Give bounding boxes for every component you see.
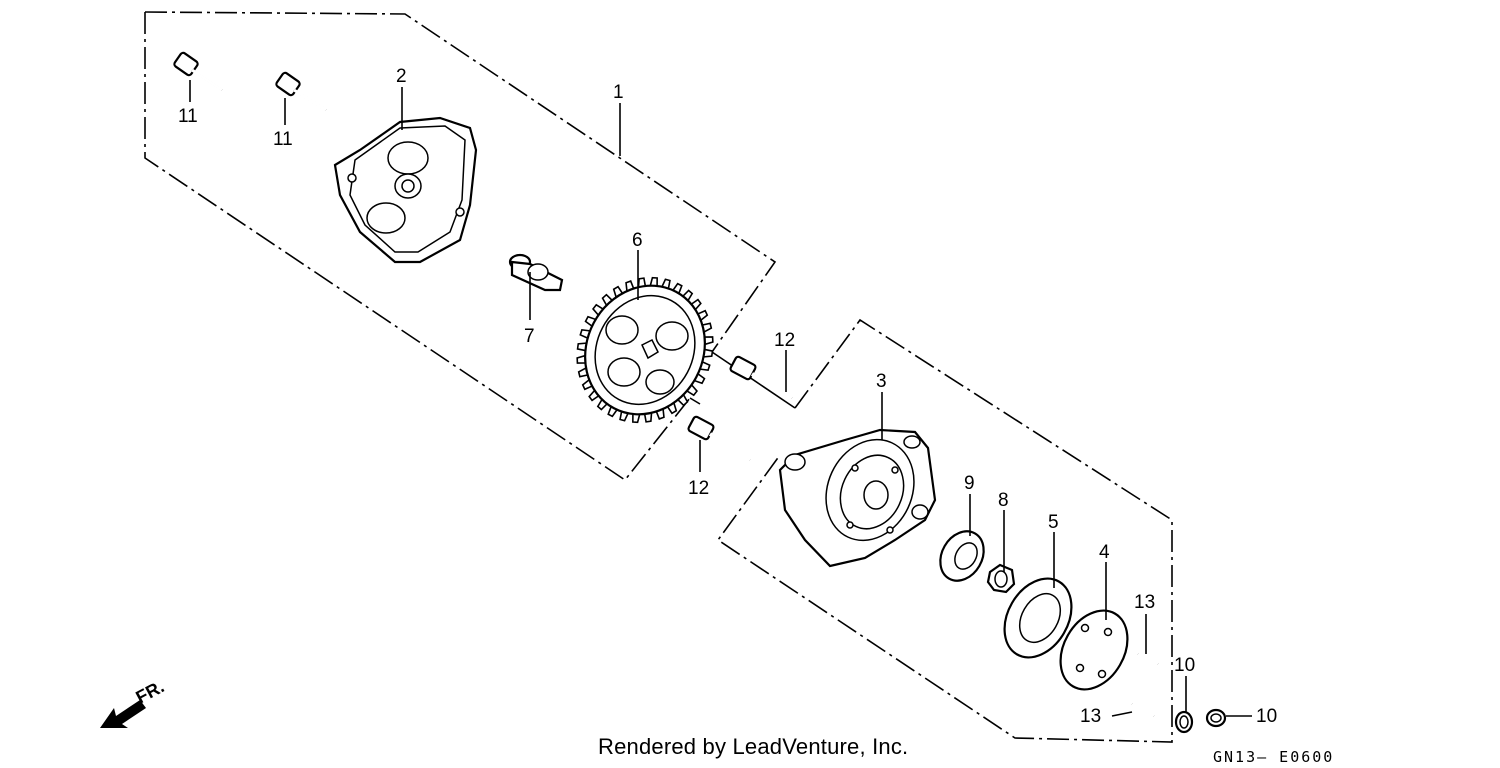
bolt-11-left — [173, 51, 223, 92]
leader-lines — [189, 80, 1252, 717]
callout-5: 5 — [1048, 512, 1059, 533]
callout-1: 1 — [613, 82, 624, 103]
callout-10-right: 10 — [1256, 706, 1277, 727]
callout-3: 3 — [876, 371, 887, 392]
callout-11-left: 11 — [178, 106, 198, 127]
pump-cover-2 — [333, 116, 478, 264]
front-direction-arrow-icon: FR. — [100, 676, 167, 728]
callout-2: 2 — [396, 66, 407, 87]
bolt-12-upper — [729, 355, 794, 400]
assembly-boundary-1 — [144, 11, 796, 482]
callout-7: 7 — [524, 326, 535, 347]
gasket-5 — [1003, 577, 1073, 659]
callout-8: 8 — [998, 490, 1009, 511]
callout-12-lower: 12 — [688, 478, 709, 499]
drive-gear-6 — [576, 276, 714, 424]
bolt-12-lower — [687, 415, 752, 462]
bolt-11-right — [275, 71, 327, 112]
o-ring-10-right — [1205, 708, 1227, 728]
pump-body-3 — [778, 428, 937, 568]
callout-10-upper: 10 — [1174, 655, 1195, 676]
callout-9: 9 — [964, 473, 975, 494]
diagram-code: GN13— E0600 — [1213, 748, 1335, 766]
o-ring-10-left — [1174, 710, 1194, 734]
callout-12-upper: 12 — [774, 330, 795, 351]
callout-11-right: 11 — [273, 129, 293, 150]
assembly-boundary-3 — [716, 318, 1173, 743]
shaft-pin-7 — [508, 253, 564, 292]
callout-13-upper: 13 — [1134, 592, 1155, 613]
callout-4: 4 — [1099, 542, 1110, 563]
inner-rotor-8 — [986, 563, 1016, 594]
footer-credit: Rendered by LeadVenture, Inc. — [598, 734, 909, 759]
callout-labels: 1 2 3 4 5 6 7 8 9 10 10 11 11 12 12 13 1… — [178, 66, 1277, 727]
cover-plate-4 — [1059, 609, 1129, 691]
outer-rotor-9 — [939, 530, 985, 582]
callout-13-lower: 13 — [1080, 706, 1101, 727]
callout-6: 6 — [632, 230, 643, 251]
screw-13-lower — [1131, 702, 1155, 718]
screw-13-upper — [1137, 652, 1159, 666]
